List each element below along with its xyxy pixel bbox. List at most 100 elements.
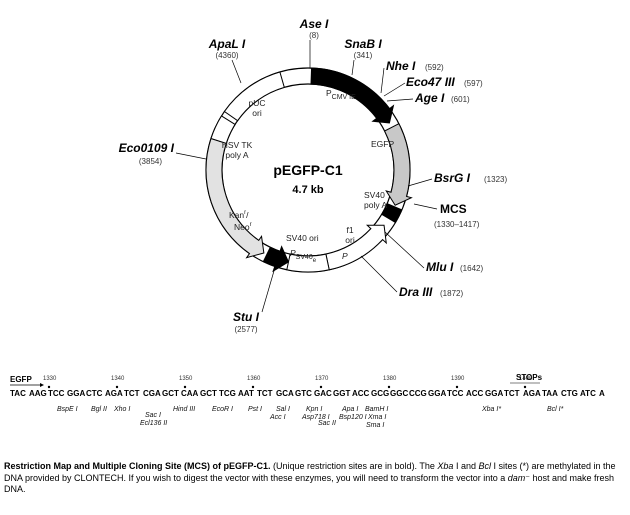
sequence-position: 1360 xyxy=(247,376,261,382)
egfp-label: EGFP xyxy=(371,139,394,149)
site-eco0109-name: Eco0109 I xyxy=(119,141,175,155)
codon: TCT xyxy=(257,389,273,398)
codon: TCG xyxy=(219,389,236,398)
site-dra-name: Dra III xyxy=(399,285,433,299)
f1-label-1: f1 xyxy=(346,225,353,235)
leader-eco0109 xyxy=(175,152,207,160)
enzyme-label: Acc I xyxy=(269,414,286,421)
position-dot xyxy=(387,385,391,389)
puc-label-2: ori xyxy=(252,108,262,118)
site-age-name: Age I xyxy=(414,91,445,105)
enzyme-label: Xba I* xyxy=(481,406,501,413)
codon: CGA xyxy=(143,389,161,398)
codon: TCC xyxy=(447,389,464,398)
caption-title: Restriction Map and Multiple Cloning Sit… xyxy=(4,461,271,471)
caption-dam: dam xyxy=(507,472,526,483)
hsvtk-label-1: HSV TK xyxy=(222,140,253,150)
sequence-position: 1350 xyxy=(179,376,193,382)
leader-bsrg xyxy=(407,178,433,187)
position-dot xyxy=(47,385,51,389)
leader-stu xyxy=(261,263,277,313)
enzyme-label: Xho I xyxy=(113,406,130,413)
site-snab-name: SnaB I xyxy=(344,37,382,51)
leader-nhe xyxy=(380,67,385,94)
egfp-tag-arrowhead xyxy=(40,383,44,387)
sequence-position: 1370 xyxy=(315,376,329,382)
sv40-polya-block xyxy=(381,202,403,224)
enzyme-label: BspE I xyxy=(57,406,78,413)
caption-bcl: Bcl xyxy=(478,461,491,471)
codon: CTG xyxy=(561,389,578,398)
position-dot xyxy=(523,385,527,389)
codon: TAA xyxy=(542,389,558,398)
enzyme-label: Apa I xyxy=(341,406,358,413)
figure-caption: Restriction Map and Multiple Cloning Sit… xyxy=(4,461,626,496)
site-bsrg-coord: (1323) xyxy=(484,175,507,184)
site-age-coord: (601) xyxy=(451,95,470,104)
site-nhe-coord: (592) xyxy=(425,63,444,72)
site-stu-coord: (2577) xyxy=(234,325,257,334)
codon: GGC xyxy=(390,389,408,398)
caption-xba: Xba xyxy=(437,461,454,471)
codon: GAC xyxy=(314,389,332,398)
pcmv-label: PCMV IE xyxy=(326,88,356,101)
enzyme-label: Hind III xyxy=(173,406,195,413)
position-dot xyxy=(319,385,323,389)
hsvtk-polya-block xyxy=(210,115,236,145)
enzyme-label: Sac I xyxy=(145,412,161,419)
codon: CAA xyxy=(181,389,199,398)
site-dra-coord: (1872) xyxy=(440,289,463,298)
egfp-arrow xyxy=(383,123,413,206)
sequence-position: 1380 xyxy=(383,376,397,382)
leader-dra xyxy=(360,255,398,293)
neo-label: Neor xyxy=(234,222,252,232)
codon: A xyxy=(599,389,605,398)
puc-ori-block xyxy=(223,71,285,122)
codon: AAT xyxy=(238,389,254,398)
codon: CTC xyxy=(86,389,103,398)
position-dot xyxy=(183,385,187,389)
site-nhe-name: Nhe I xyxy=(386,59,416,73)
codon: AGA xyxy=(105,389,123,398)
leader-mcs xyxy=(413,203,438,210)
leader-age xyxy=(386,98,414,102)
mcs-range: (1330–1417) xyxy=(434,220,480,229)
codon: GGT xyxy=(333,389,350,398)
position-dot xyxy=(115,385,119,389)
pcmv-arrow xyxy=(310,67,395,124)
codon: GCT xyxy=(162,389,179,398)
sv40-polya-label-2: poly A xyxy=(364,200,387,210)
codon: TCT xyxy=(124,389,140,398)
psv40-arrow xyxy=(262,245,290,273)
codon: GCT xyxy=(200,389,217,398)
site-apal-name: ApaL I xyxy=(208,37,246,51)
codon: ATC xyxy=(580,389,596,398)
enzyme-label: Bgl II xyxy=(91,406,107,413)
sequence-position: 1330 xyxy=(43,376,57,382)
p-f1-label: P xyxy=(342,251,348,261)
leader-apal xyxy=(231,59,242,84)
site-apal-coord: (4360) xyxy=(215,51,238,60)
enzyme-label: Sac II xyxy=(318,420,336,427)
enzyme-label: Xma I xyxy=(367,414,386,421)
psv40-label: PSV40e xyxy=(290,248,317,264)
hsvtk-label-2: poly A xyxy=(225,150,248,160)
mcs-label: MCS xyxy=(440,202,467,216)
site-ase-name: Ase I xyxy=(299,17,329,31)
f1-label-2: ori xyxy=(345,235,355,245)
f1-ori-arrow xyxy=(325,224,387,271)
sequence-position: 1340 xyxy=(111,376,125,382)
codon: GGA xyxy=(428,389,446,398)
enzyme-label: Ecl136 II xyxy=(140,420,167,427)
site-mlu-name: Mlu I xyxy=(426,260,454,274)
site-ase-coord: (8) xyxy=(309,31,319,40)
codon: GGA xyxy=(485,389,503,398)
site-bsrg-name: BsrG I xyxy=(434,171,471,185)
codon: TCT xyxy=(504,389,520,398)
codon: AAG xyxy=(29,389,47,398)
site-snab-coord: (341) xyxy=(354,51,373,60)
codon: CCG xyxy=(409,389,427,398)
plasmid-size: 4.7 kb xyxy=(292,184,323,196)
